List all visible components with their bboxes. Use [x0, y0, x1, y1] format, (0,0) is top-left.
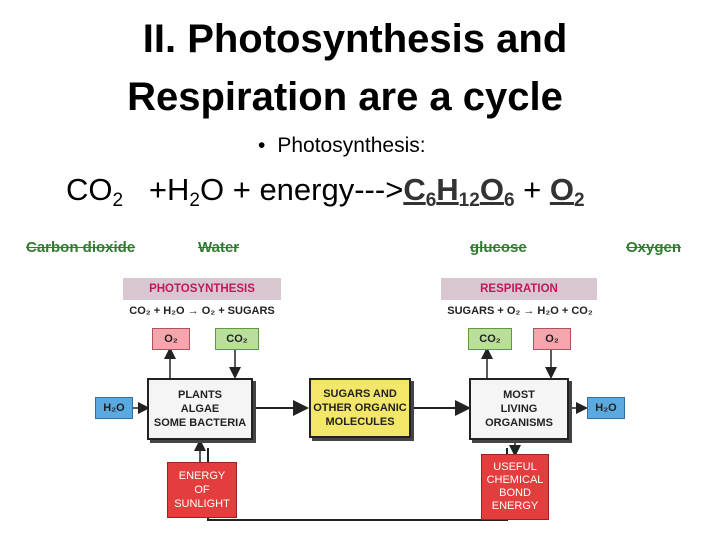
eq-o2: O2 — [549, 172, 585, 211]
photosynthesis-header: PHOTOSYNTHESIS — [123, 278, 281, 300]
resp-organism-label-2: LIVING — [500, 403, 538, 415]
bond-label-1: USEFUL — [493, 461, 537, 473]
slide-title-line-1: II. Photosynthesis and — [142, 17, 568, 61]
most-living-organisms-box: MOST LIVING ORGANISMS — [469, 378, 569, 440]
label-oxygen: Oxygen — [626, 239, 682, 256]
plants-algae-bacteria-box: PLANTS ALGAE SOME BACTERIA — [147, 378, 253, 440]
center-label-3: MOLECULES — [325, 416, 395, 428]
bond-label-2: CHEMICAL — [486, 474, 544, 486]
organism-label-3: SOME BACTERIA — [153, 417, 247, 429]
eq-co2: CO2 — [66, 172, 124, 211]
label-water: Water — [198, 239, 240, 256]
respiration-formula: SUGARS + O₂ → H₂O + CO₂ — [435, 302, 605, 320]
center-label-2: OTHER ORGANIC — [313, 402, 407, 414]
organism-label-1: PLANTS — [178, 389, 222, 401]
respiration-co2-output: CO₂ — [468, 328, 512, 350]
photosynthesis-formula: CO₂ + H₂O → O₂ + SUGARS — [117, 302, 287, 320]
photosynthesis-water-input: H₂O — [95, 397, 133, 419]
energy-of-sunlight-box: ENERGY OF SUNLIGHT — [167, 462, 237, 518]
resp-organism-label-3: ORGANISMS — [485, 417, 553, 429]
center-label-1: SUGARS AND — [323, 388, 397, 400]
label-carbon-dioxide: Carbon dioxide — [26, 239, 136, 256]
photosynthesis-respiration-cycle-diagram: PHOTOSYNTHESIS CO₂ + H₂O → O₂ + SUGARS O… — [95, 270, 635, 532]
respiration-header: RESPIRATION — [441, 278, 597, 300]
organism-label-2: ALGAE — [180, 403, 220, 415]
bond-label-4: ENERGY — [491, 500, 539, 512]
photosynthesis-co2-input: CO₂ — [215, 328, 259, 350]
slide-title-line-2: Respiration are a cycle — [127, 75, 563, 119]
resp-organism-label-1: MOST — [503, 389, 535, 401]
eq-plus: + — [514, 172, 550, 207]
bullet-dot-icon: • — [258, 134, 266, 157]
respiration-water-output: H₂O — [587, 397, 625, 419]
sunlight-label-1: ENERGY — [178, 470, 226, 482]
bullet-text: Photosynthesis: — [277, 134, 426, 157]
sugars-organic-molecules-box: SUGARS AND OTHER ORGANIC MOLECULES — [309, 378, 411, 438]
bond-label-3: BOND — [499, 487, 531, 499]
chemical-bond-energy-box: USEFUL CHEMICAL BOND ENERGY — [481, 454, 549, 520]
photosynthesis-equation: CO2 +H2O + energy--->C6H12O6 + O2 — [66, 172, 585, 211]
eq-glucose: C6H12O6 — [403, 172, 515, 211]
eq-h2o: +H2O + energy---> — [148, 172, 404, 211]
label-glucose: glucose — [470, 239, 527, 256]
respiration-o2-input: O₂ — [533, 328, 571, 350]
photosynthesis-o2-output: O₂ — [152, 328, 190, 350]
cycle-loop-arrow — [207, 448, 508, 521]
sunlight-label-2: OF — [194, 484, 210, 496]
sunlight-label-3: SUNLIGHT — [174, 498, 230, 510]
bullet-photosynthesis: • Photosynthesis: — [258, 134, 426, 158]
